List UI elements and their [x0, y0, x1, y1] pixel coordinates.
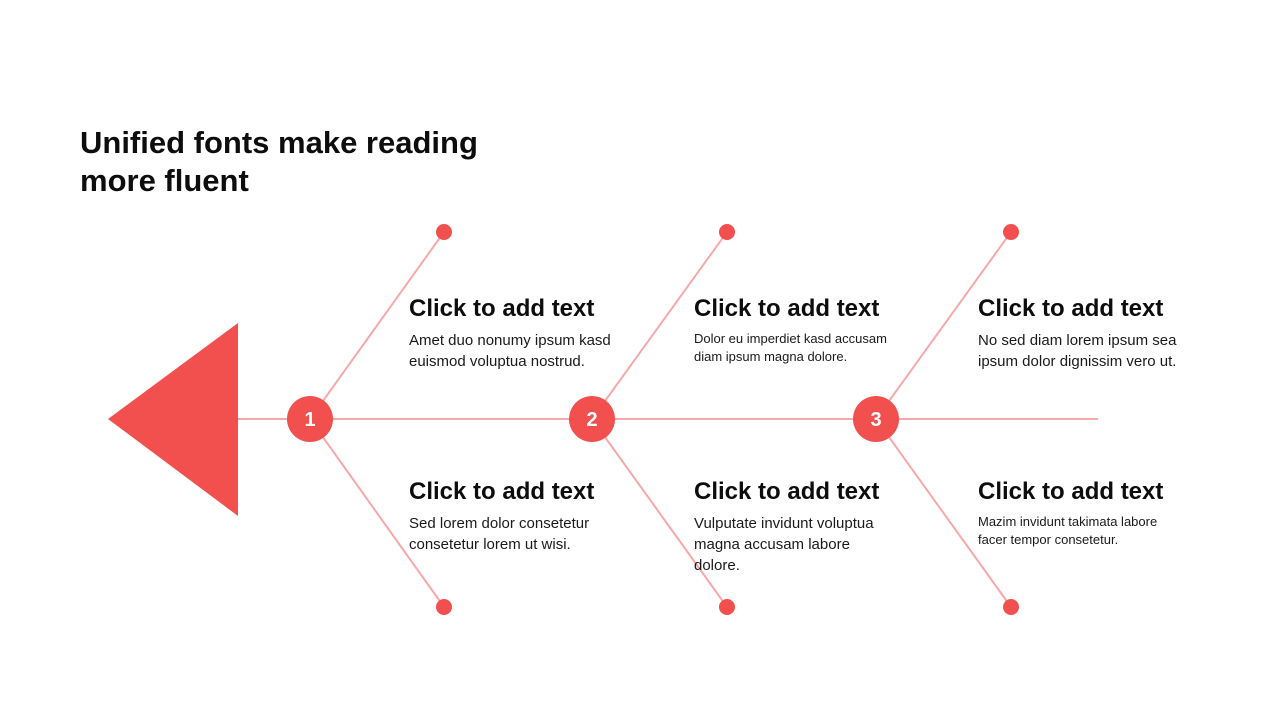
branch-bottom-3: Click to add text Mazim invidunt takimat… — [978, 477, 1178, 549]
slide-title: Unified fonts make reading more fluent — [80, 125, 478, 198]
branch-heading[interactable]: Click to add text — [409, 478, 595, 505]
bone-end-dot-top-1 — [436, 224, 452, 240]
branch-heading[interactable]: Click to add text — [409, 295, 595, 322]
branch-heading[interactable]: Click to add text — [978, 478, 1164, 505]
branch-body[interactable]: Sed lorem dolor consetetur consetetur lo… — [409, 515, 590, 553]
branch-body[interactable]: Dolor eu imperdiet kasd accusam diam ips… — [694, 331, 887, 364]
bone-bottom-3 — [875, 418, 1012, 608]
bone-bottom-1 — [309, 418, 445, 608]
branch-body[interactable]: No sed diam lorem ipsum sea ipsum dolor … — [978, 332, 1177, 370]
node-circle-3 — [853, 396, 899, 442]
branch-body[interactable]: Mazim invidunt takimata labore facer tem… — [978, 514, 1158, 547]
bone-top-2 — [591, 231, 728, 420]
branch-top-3: Click to add text No sed diam lorem ipsu… — [978, 294, 1188, 372]
node-circle-2 — [569, 396, 615, 442]
node-number-1: 1 — [304, 409, 315, 431]
node-circle-1 — [287, 396, 333, 442]
node-number-2: 2 — [586, 409, 597, 431]
bone-end-dot-bottom-1 — [436, 599, 452, 615]
branch-heading[interactable]: Click to add text — [694, 478, 880, 505]
branch-heading[interactable]: Click to add text — [694, 295, 880, 322]
branch-heading[interactable]: Click to add text — [978, 295, 1164, 322]
bone-end-dot-bottom-2 — [719, 599, 735, 615]
branch-top-2: Click to add text Dolor eu imperdiet kas… — [694, 294, 904, 366]
bone-top-1 — [309, 231, 445, 420]
fish-head-triangle — [108, 323, 238, 516]
branch-top-1: Click to add text Amet duo nonumy ipsum … — [409, 294, 629, 372]
bone-end-dot-top-2 — [719, 224, 735, 240]
branch-body[interactable]: Amet duo nonumy ipsum kasd euismod volup… — [409, 332, 611, 370]
bone-top-3 — [875, 231, 1012, 420]
branch-bottom-1: Click to add text Sed lorem dolor conset… — [409, 477, 629, 555]
branch-body[interactable]: Vulputate invidunt voluptua magna accusa… — [694, 515, 874, 574]
branch-bottom-2: Click to add text Vulputate invidunt vol… — [694, 477, 884, 576]
bone-end-dot-top-3 — [1003, 224, 1019, 240]
node-number-3: 3 — [870, 409, 881, 431]
bone-end-dot-bottom-3 — [1003, 599, 1019, 615]
bone-bottom-2 — [591, 418, 728, 608]
